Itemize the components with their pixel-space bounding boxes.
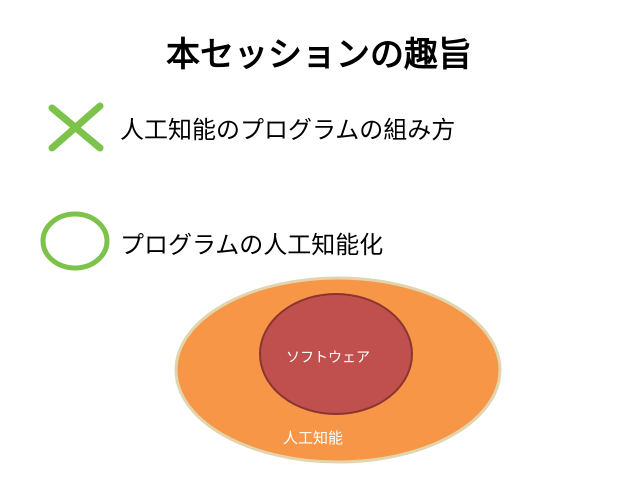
nested-ellipse-diagram	[174, 276, 502, 464]
inner-ellipse-label: ソフトウェア	[286, 350, 370, 366]
inner-ellipse-software	[259, 293, 413, 415]
goal-item-text: プログラムの人工知能化	[120, 231, 384, 259]
cross-icon	[44, 100, 108, 152]
method-item-text: 人工知能のプログラムの組み方	[120, 116, 456, 144]
slide-title: 本セッションの趣旨	[166, 35, 472, 75]
circle-icon	[38, 209, 112, 273]
outer-ellipse-label: 人工知能	[282, 429, 343, 447]
